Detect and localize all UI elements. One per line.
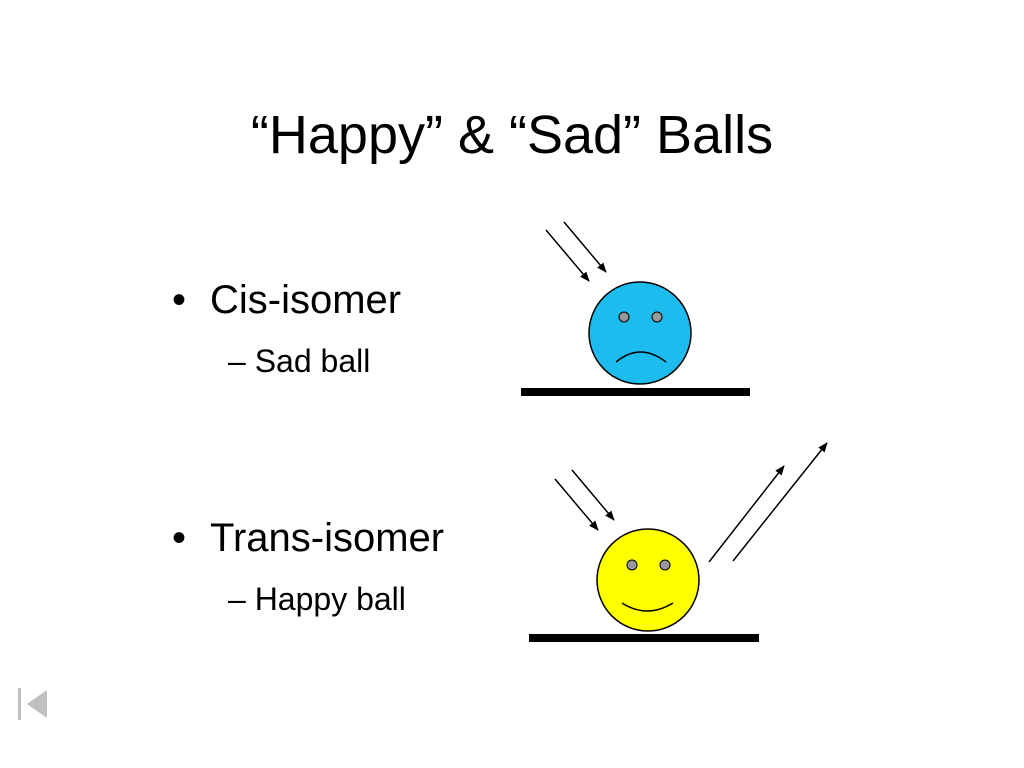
bullet-label: Cis-isomer	[210, 278, 402, 322]
right-eye-icon	[659, 559, 671, 571]
left-eye-icon	[626, 559, 638, 571]
sad-ball-illustration	[521, 221, 750, 396]
bullet-label: Trans-isomer	[210, 516, 445, 560]
sub-bullet-sad-ball: – Sad ball	[228, 343, 371, 379]
bullet-trans-isomer: • Trans-isomer	[172, 514, 444, 562]
incoming-arrow-2	[563, 221, 607, 273]
slide-title: “Happy” & “Sad” Balls	[250, 105, 774, 165]
outgoing-arrow-1	[708, 465, 785, 563]
sub-bullet-happy-ball: – Happy ball	[228, 581, 406, 617]
left-eye-icon	[618, 311, 630, 323]
incoming-arrow-1	[545, 229, 590, 282]
incoming-arrow-1	[554, 478, 599, 531]
happy-ball	[596, 528, 700, 632]
bullet-marker: •	[172, 516, 187, 560]
incoming-arrow-2	[571, 469, 615, 521]
frown-mouth	[615, 351, 667, 363]
first-slide-icon[interactable]	[17, 687, 51, 721]
sad-ball	[588, 281, 692, 385]
outgoing-arrow-2	[732, 442, 828, 562]
bullet-cis-isomer: • Cis-isomer	[172, 276, 401, 324]
smile-mouth	[621, 602, 674, 612]
bullet-marker: •	[172, 278, 187, 322]
right-eye-icon	[651, 311, 663, 323]
happy-ball-illustration	[529, 442, 828, 642]
